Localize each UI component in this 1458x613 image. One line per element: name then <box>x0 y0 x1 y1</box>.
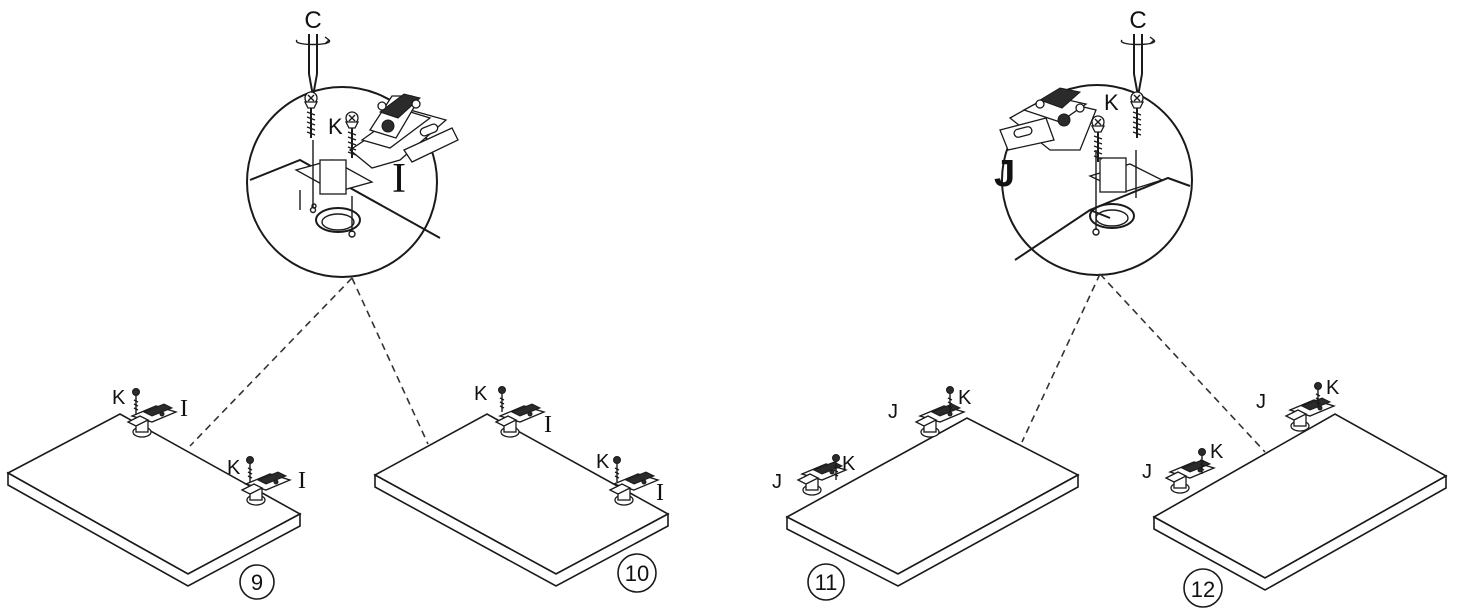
hinge-label: I <box>544 412 552 438</box>
hinge-detail <box>294 93 459 238</box>
detail-view-left: C K I <box>246 7 459 278</box>
hinge-label: J <box>772 471 782 493</box>
step-number: 9 <box>251 570 263 595</box>
screw-icon <box>497 385 507 413</box>
hinge-detail <box>999 87 1164 236</box>
screw-label: K <box>1326 377 1340 399</box>
step-number-badge <box>1183 568 1223 608</box>
panel-corner-line <box>1014 176 1191 261</box>
detail-circle <box>246 86 438 278</box>
screw-icon <box>131 387 141 415</box>
step-number-badge <box>617 553 657 593</box>
tool-label: C <box>1129 7 1146 34</box>
panel-step-9: K I K I 9 <box>6 387 306 600</box>
panel-step-10: K I K I 10 <box>373 383 670 593</box>
screw-icon <box>612 455 622 483</box>
screw-label: K <box>474 383 488 405</box>
screw-icon <box>245 455 255 483</box>
screw-label: K <box>227 457 241 479</box>
screw-icon <box>304 91 318 139</box>
hinge-label: J <box>994 153 1015 195</box>
leader-line <box>351 277 429 445</box>
step-number: 10 <box>625 561 649 586</box>
screw-label: K <box>596 451 610 473</box>
panel-step-11: J K J K 11 <box>772 385 1080 601</box>
step-number: 11 <box>815 570 838 595</box>
screw-label: K <box>112 387 126 409</box>
screw-icon <box>1091 115 1105 163</box>
leader-line <box>189 277 353 447</box>
hinge-label: I <box>392 156 406 202</box>
hinge-label: I <box>180 396 188 422</box>
hinge-label: J <box>888 401 898 423</box>
cup-hole <box>1089 203 1135 229</box>
screw-label: K <box>1104 90 1119 115</box>
leader-lines <box>189 273 1266 453</box>
screw-label: K <box>1210 441 1224 463</box>
hinge-label: I <box>656 480 664 506</box>
detail-circle <box>1001 84 1193 276</box>
screw-icon <box>1130 91 1144 139</box>
leader-line <box>1021 273 1101 443</box>
detail-view-right: C K J <box>994 7 1193 276</box>
hinge-label: I <box>298 468 306 494</box>
cup-hole <box>315 207 361 233</box>
step-number-badge <box>807 563 845 601</box>
screw-label: K <box>958 387 972 409</box>
tool-label: C <box>304 7 321 34</box>
step-number: 12 <box>1191 577 1215 602</box>
panel-corner-line <box>249 158 441 239</box>
screw-label: K <box>328 114 343 139</box>
screw-label: K <box>842 453 856 475</box>
leader-line <box>1099 273 1266 453</box>
hinge-label: J <box>1256 391 1266 413</box>
hinge-label: J <box>1142 461 1152 483</box>
step-number-badge <box>239 564 275 600</box>
panel-step-12: J K J K 12 <box>1142 377 1448 608</box>
